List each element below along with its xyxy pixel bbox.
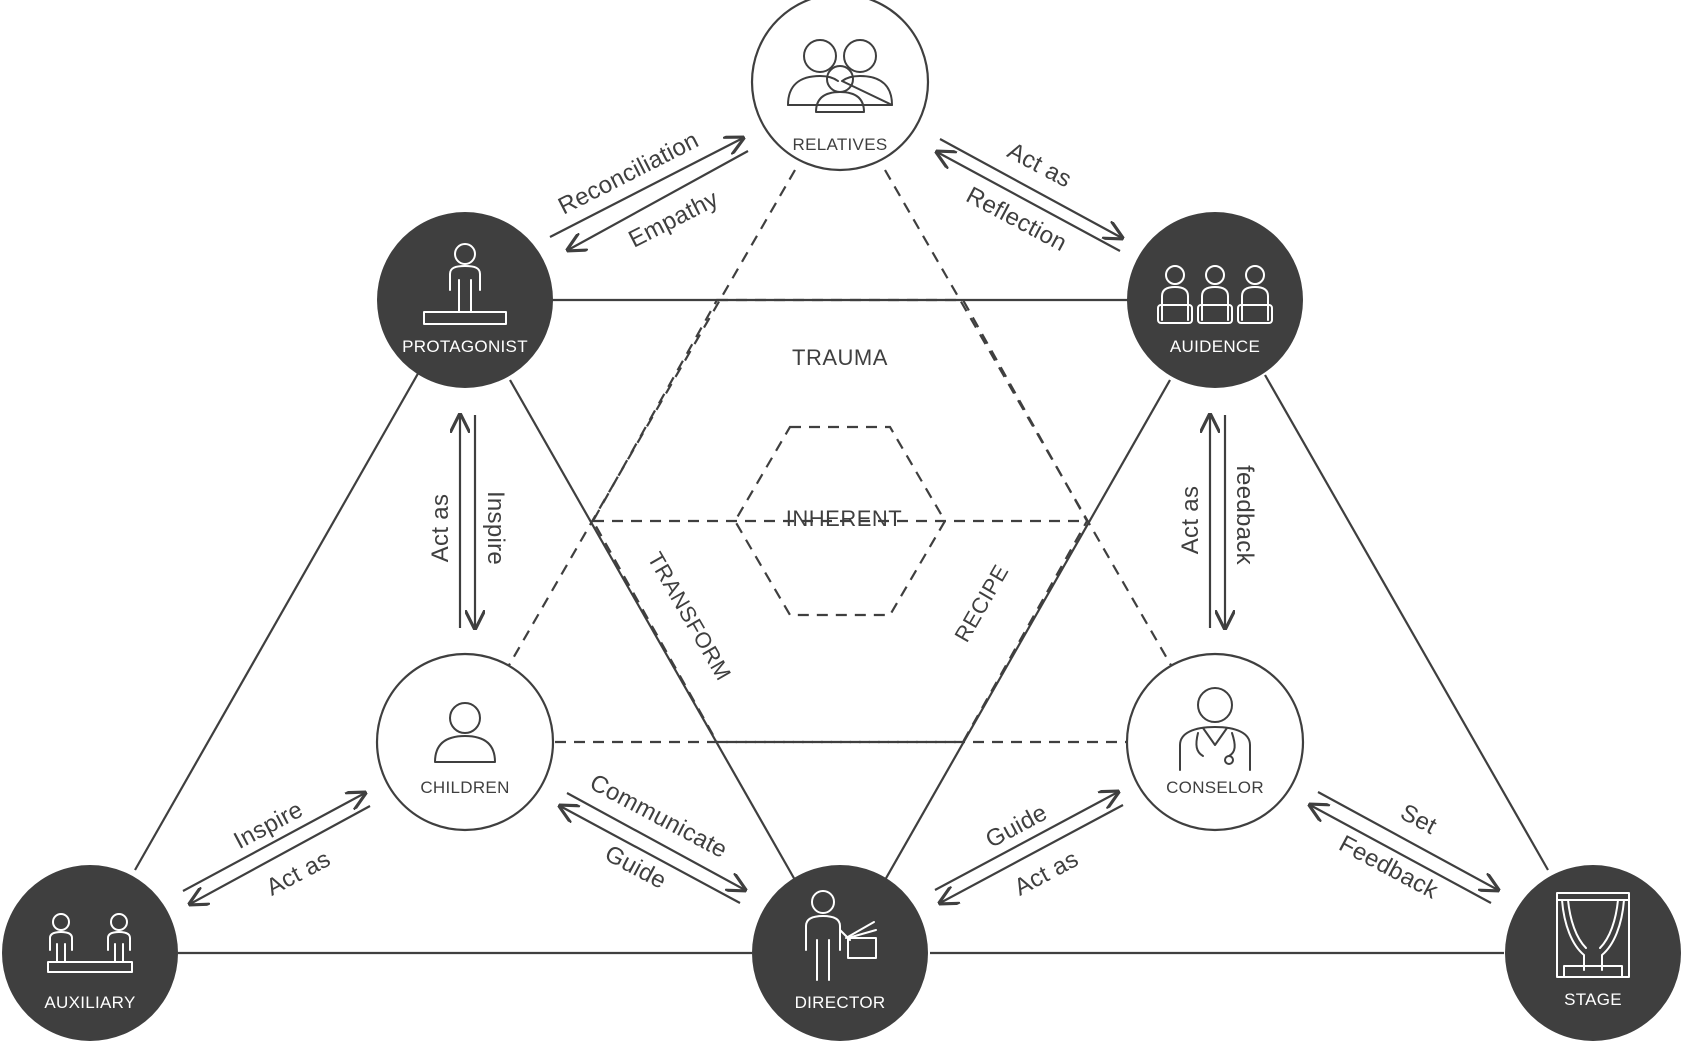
arrows — [182, 138, 1498, 904]
line-protagonist-director — [509, 379, 796, 881]
arrow-guide-bottom-left — [560, 806, 741, 904]
label-act-as-left: Act as — [427, 494, 454, 563]
arrow-communicate — [566, 792, 745, 890]
node-label-children: CHILDREN — [420, 778, 509, 797]
line-audience-director — [884, 379, 1171, 881]
label-act-as-top: Act as — [1003, 137, 1076, 193]
curtain-icon — [1556, 892, 1630, 978]
line-audience-stage — [1264, 374, 1549, 871]
label-act-as-right: Act as — [1177, 486, 1204, 555]
node-relatives: RELATIVES — [750, 0, 930, 172]
zone-transform: TRANSFORM — [643, 548, 737, 685]
label-feedback-right: feedback — [1231, 465, 1258, 566]
audience-icon — [1157, 265, 1273, 324]
arrow-set — [1317, 791, 1498, 890]
arrow-feedback-bottom-right — [1310, 805, 1492, 904]
node-stage: STAGE — [1505, 865, 1681, 1041]
node-conselor: CONSELOR — [1125, 652, 1305, 832]
arrow-act-as-bottom-left — [190, 805, 371, 904]
node-label-protagonist: PROTAGONIST — [402, 337, 528, 356]
director-icon — [805, 890, 877, 981]
arrow-empathy — [568, 150, 749, 250]
label-act-as-bottom-left: Act as — [262, 845, 335, 901]
node-label-conselor: CONSELOR — [1166, 778, 1264, 797]
label-guide-bottom-left: Guide — [600, 840, 671, 895]
dashed-hexagram — [507, 169, 1173, 744]
node-children: CHILDREN — [375, 652, 555, 832]
node-label-audience: AUIDENCE — [1170, 337, 1260, 356]
arrow-guide-bottom-right — [934, 792, 1118, 891]
label-act-as-bottom-right: Act as — [1010, 845, 1083, 901]
label-inspire-left: Inspire — [482, 491, 509, 565]
arrow-reconciliation — [549, 138, 743, 238]
label-reflection: Reflection — [962, 182, 1072, 257]
arrow-reflection — [937, 152, 1121, 252]
zone-trauma: TRAUMA — [792, 345, 888, 370]
zone-recipe: RECIPE — [949, 560, 1013, 646]
arrow-inspire-bottom-left — [182, 793, 365, 892]
auxiliary-icon — [47, 913, 133, 973]
node-auxiliary: AUXILIARY — [2, 865, 178, 1041]
arrow-act-as-bottom-right — [940, 804, 1124, 903]
arrow-act-as-top — [939, 138, 1122, 238]
node-label-relatives: RELATIVES — [793, 135, 888, 154]
node-director: DIRECTOR — [752, 865, 928, 1041]
person-icon — [434, 702, 496, 763]
label-set: Set — [1396, 799, 1441, 840]
label-empathy: Empathy — [624, 185, 723, 253]
doctor-icon — [1179, 687, 1251, 771]
line-protagonist-auxiliary — [134, 369, 421, 871]
family-icon — [787, 39, 893, 113]
node-label-stage: STAGE — [1564, 990, 1622, 1009]
node-protagonist: PROTAGONIST — [377, 212, 553, 388]
node-audience: AUIDENCE — [1127, 212, 1303, 388]
protagonist-icon — [423, 243, 507, 325]
dash-inner-hexagon — [733, 425, 947, 617]
node-label-auxiliary: AUXILIARY — [44, 993, 135, 1012]
solid-connectors — [134, 298, 1549, 955]
zone-inherent: INHERENT — [786, 506, 902, 531]
node-label-director: DIRECTOR — [795, 993, 886, 1012]
